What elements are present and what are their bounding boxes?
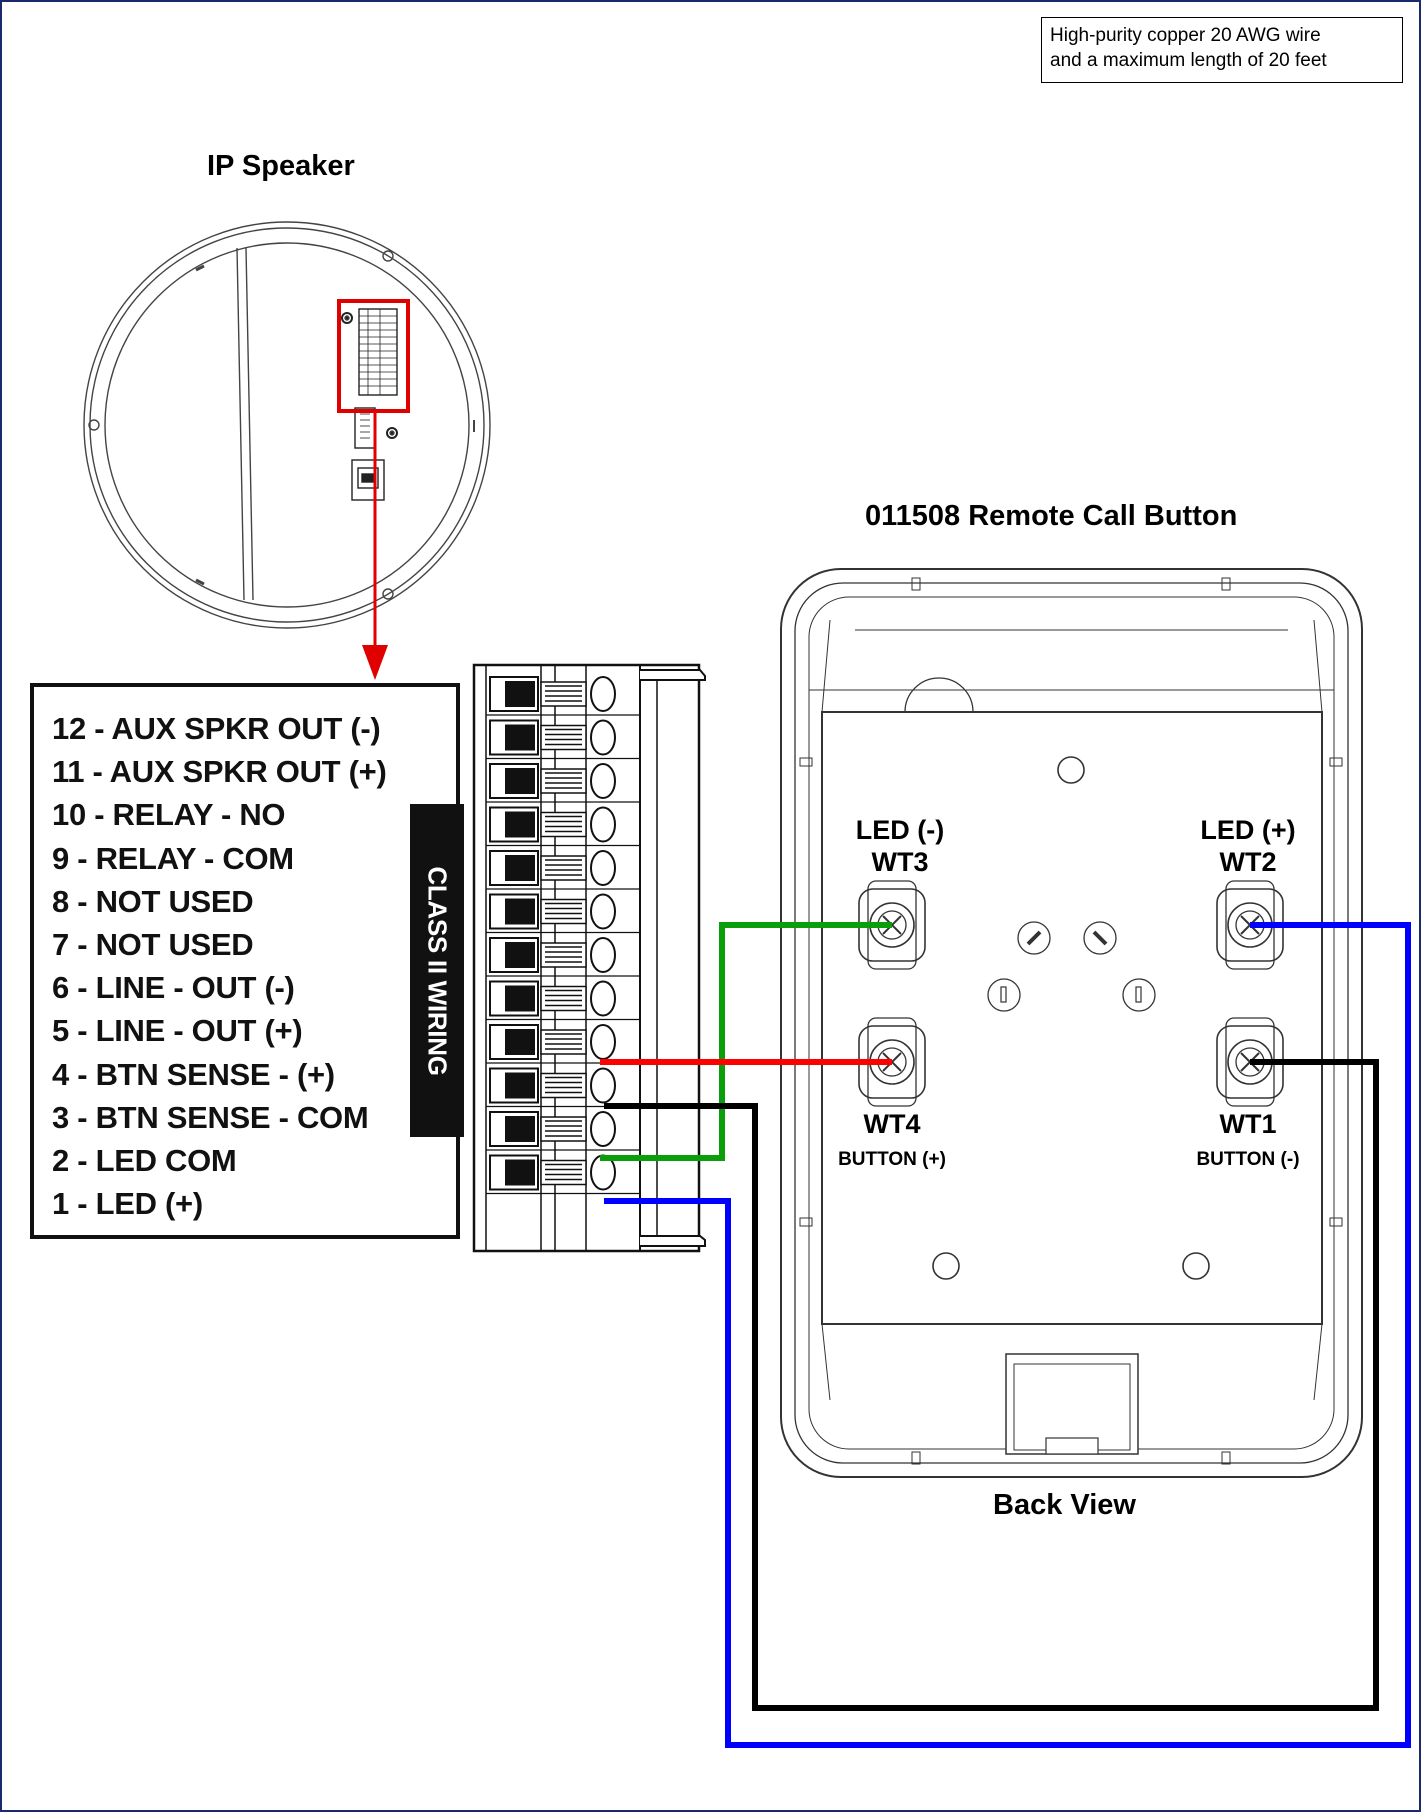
wt4-name-label: WT4	[863, 1109, 921, 1139]
wire-spec-note: High-purity copper 20 AWG wire and a max…	[1041, 17, 1403, 83]
pin-label: 1 - LED (+)	[52, 1186, 203, 1222]
terminal-row	[486, 850, 640, 890]
pin-label: 12 - AUX SPKR OUT (-)	[52, 711, 381, 746]
pin-label: 9 - RELAY - COM	[52, 840, 294, 876]
wire-spec-line-2: and a maximum length of 20 feet	[1050, 50, 1327, 71]
terminal-row	[486, 1024, 640, 1064]
wt2-name-label: WT2	[1219, 847, 1277, 877]
terminal-row	[486, 1111, 640, 1151]
pin-list: 12 - AUX SPKR OUT (-) 11 - AUX SPKR OUT …	[30, 683, 460, 1239]
terminal-row	[486, 893, 640, 934]
class-ii-wiring-label: CLASS II WIRING	[410, 804, 464, 1137]
wire-black	[604, 1059, 1379, 1711]
pin-label: 2 - LED COM	[52, 1143, 237, 1179]
terminal-row	[486, 763, 640, 803]
terminal-block-icon	[472, 663, 706, 1253]
speaker-title: IP Speaker	[207, 150, 355, 182]
terminal-row	[486, 676, 640, 716]
call-button-back-icon	[780, 568, 1363, 1478]
wire-blue	[604, 922, 1411, 1748]
ceiling-speaker-icon	[83, 221, 491, 629]
pin-label: 5 - LINE - OUT (+)	[52, 1013, 303, 1049]
pin-label: 8 - NOT USED	[52, 883, 254, 919]
wire-green	[600, 922, 892, 1161]
wt3-name-label: WT3	[871, 847, 929, 877]
back-view-label: Back View	[993, 1489, 1136, 1521]
terminal-row	[486, 980, 640, 1021]
arrow-head	[362, 645, 388, 680]
terminal-row	[486, 806, 640, 847]
pin-label: 7 - NOT USED	[52, 927, 254, 963]
pin-label: 4 - BTN SENSE - (+)	[52, 1056, 335, 1092]
pin-label: 3 - BTN SENSE - COM	[52, 1099, 369, 1135]
pin-label: 11 - AUX SPKR OUT (+)	[52, 754, 387, 790]
pin-label: 6 - LINE - OUT (-)	[52, 970, 295, 1006]
button-title: 011508 Remote Call Button	[865, 500, 1238, 532]
pin-label: 10 - RELAY - NO	[52, 797, 286, 833]
terminal-row	[486, 937, 640, 977]
terminal-row	[486, 1067, 640, 1108]
wt1-name-label: WT1	[1219, 1109, 1277, 1139]
wt4-sub-label: BUTTON (+)	[838, 1149, 946, 1170]
terminal-row	[486, 719, 640, 760]
wt2-top-label: LED (+)	[1200, 815, 1296, 845]
class-ii-wiring-text: CLASS II WIRING	[422, 865, 453, 1076]
wt3-top-label: LED (-)	[855, 815, 945, 845]
wire-spec-line-1: High-purity copper 20 AWG wire	[1050, 25, 1321, 46]
terminal-row	[486, 1154, 640, 1195]
wt1-sub-label: BUTTON (-)	[1196, 1149, 1300, 1170]
